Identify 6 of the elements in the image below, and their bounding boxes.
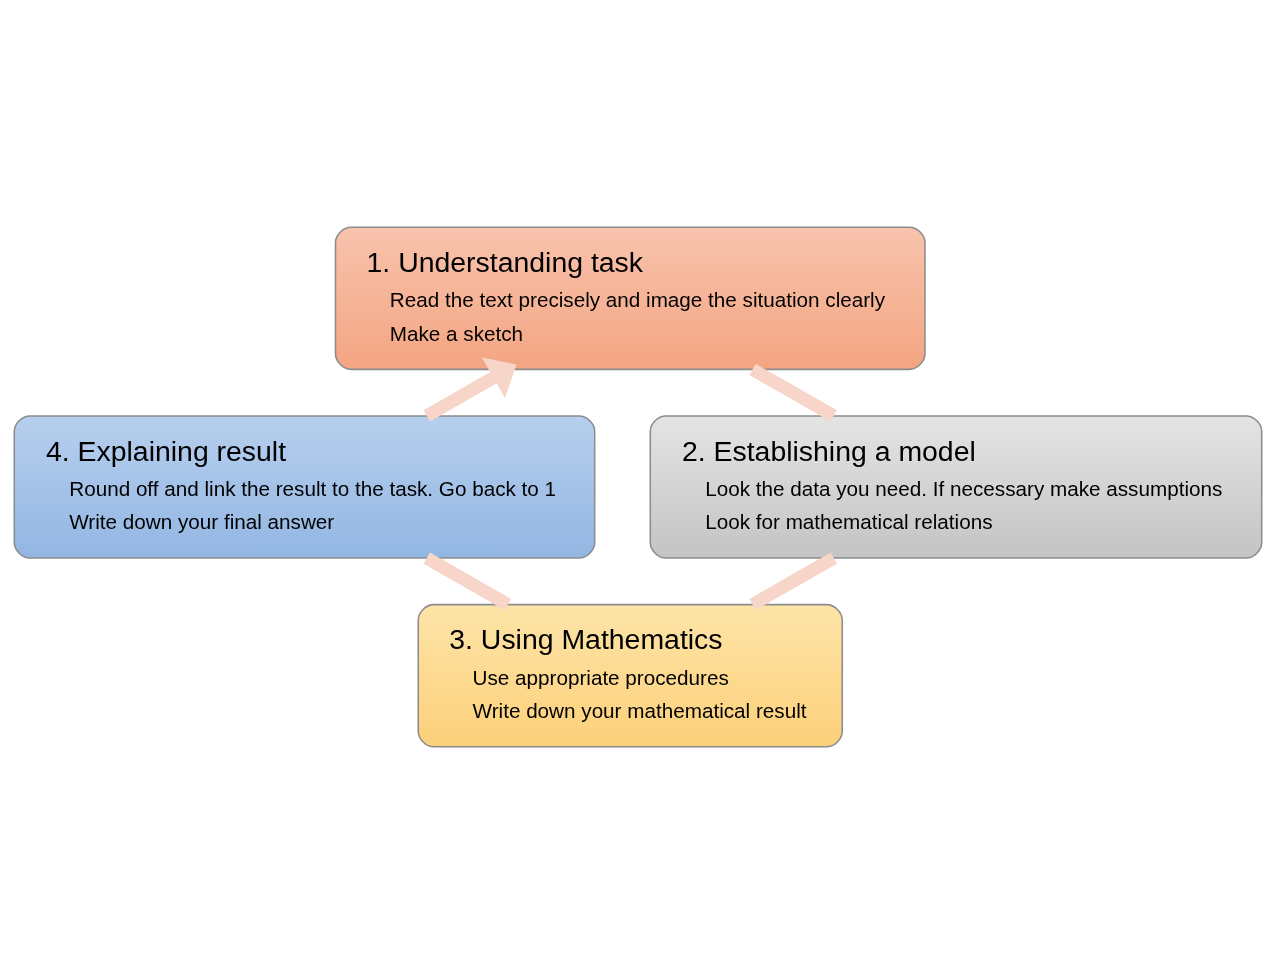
connector — [423, 552, 512, 610]
node-box: 3. Using Mathematics Use appropriate procedures Write down your mathematical result — [417, 603, 843, 748]
arrow — [423, 357, 517, 421]
node-box: 4. Explaining result Round off and link the result to the task. Go back to 1 Write down your final answer — [13, 414, 596, 559]
node-box: 2. Establishing a model Look the data you need. If necessary make assumptions Look for mathematical relations — [649, 414, 1263, 559]
node-box: 1. Understanding task Read the text precisely and image the situation clearly Make a sketch — [334, 225, 926, 370]
